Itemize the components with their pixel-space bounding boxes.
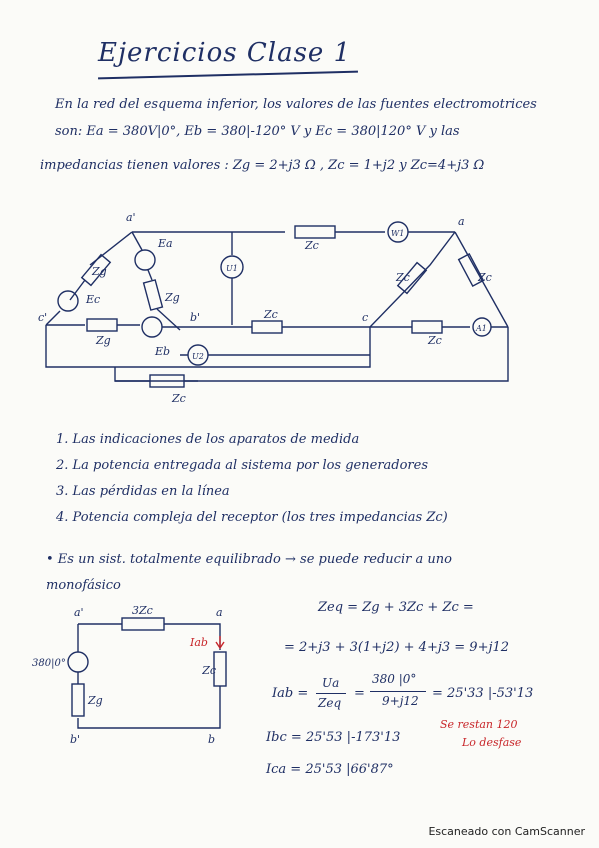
eq-iab-den: Zeq: [318, 696, 342, 710]
zc-delta-left: [396, 261, 428, 295]
single-phase-circuit: a' a b' b 3Zc 380|0° Zg Zc Iab: [32, 604, 227, 746]
ea-source: [134, 249, 156, 271]
frac-line-1: [316, 693, 346, 694]
eq-iab-left: Iab =: [272, 686, 309, 701]
title-underline: [98, 70, 358, 80]
svg-text:A1: A1: [475, 324, 487, 333]
svg-text:Zg: Zg: [91, 265, 107, 278]
svg-text:Zc: Zc: [427, 334, 442, 347]
eq-zeq-1: Zeq = Zg + 3Zc + Zc =: [318, 600, 474, 615]
zc-right: [411, 320, 443, 334]
svg-text:Zc: Zc: [395, 271, 410, 284]
line-impedance-label: 3Zc: [132, 604, 153, 617]
svg-text:Ea: Ea: [157, 237, 173, 250]
statement-line-3: impedancias tienen valores : Zg = 2+j3 Ω…: [40, 158, 485, 173]
question-3: 3. Las pérdidas en la línea: [56, 484, 230, 499]
eq-iab-num2: 380 |0°: [372, 672, 417, 686]
eq-ica: Ica = 25'53 |66'87°: [266, 762, 394, 777]
zg-mid: [142, 279, 164, 311]
zc-top: [294, 225, 336, 239]
svg-text:Eb: Eb: [154, 345, 170, 358]
zc-delta-right: [457, 252, 485, 288]
eq-iab-result: = 25'33 |-53'13: [432, 686, 534, 701]
node-a-prime: a': [74, 606, 84, 619]
svg-text:Zc: Zc: [171, 392, 186, 405]
statement-line-1: En la red del esquema inferior, los valo…: [55, 97, 537, 112]
load-impedance-label: Zc: [201, 664, 216, 677]
question-1: 1. Las indicaciones de los aparatos de m…: [56, 432, 360, 447]
gen-impedance: [71, 683, 85, 717]
svg-text:Ec: Ec: [85, 293, 100, 306]
node-b: b: [208, 733, 215, 746]
source-value-label: 380|0°: [32, 658, 66, 669]
node-b-prime: b': [70, 733, 80, 746]
scanner-footer: Escaneado con CamScanner: [428, 825, 585, 838]
svg-text:U1: U1: [226, 264, 238, 273]
svg-text:Zc: Zc: [263, 308, 278, 321]
zc-mid: [251, 320, 283, 334]
gen-impedance-label: Zg: [87, 694, 103, 707]
eq-iab-num: Ua: [322, 676, 340, 690]
question-4: 4. Potencia compleja del receptor (los t…: [56, 510, 448, 525]
eq-ibc: Ibc = 25'53 |-173'13: [266, 730, 401, 745]
three-phase-circuit: a' a c' b' c Ea Eb Ec Zc Zg Zg Zg Zc Zc …: [38, 211, 509, 405]
eb-source: [141, 316, 163, 338]
eq-zeq-2: = 2+j3 + 3(1+j2) + 4+j3 = 9+j12: [284, 640, 510, 655]
single-phase-source: [67, 651, 89, 673]
line-impedance: [121, 617, 165, 631]
current-label: Iab: [189, 636, 208, 649]
svg-text:W1: W1: [391, 229, 404, 238]
svg-text:b': b': [190, 311, 200, 324]
red-note-2: Lo desfase: [462, 736, 522, 749]
svg-text:c: c: [362, 311, 368, 324]
node-a: a: [216, 606, 223, 619]
zg-bottom: [86, 318, 118, 332]
note-line-1: • Es un sist. totalmente equilibrado → s…: [46, 552, 452, 567]
eq-iab-eq: =: [354, 686, 365, 701]
svg-text:U2: U2: [192, 352, 204, 361]
page-title: Ejercicios Clase 1: [98, 38, 352, 68]
frac-line-2: [370, 691, 426, 692]
question-2: 2. La potencia entregada al sistema por …: [56, 458, 429, 473]
zg-left: [80, 253, 112, 287]
svg-text:Zc: Zc: [477, 271, 492, 284]
eq-iab-den2: 9+j12: [382, 694, 419, 708]
svg-text:Zg: Zg: [164, 291, 180, 304]
ec-source: [57, 290, 79, 312]
svg-text:Zc: Zc: [304, 239, 319, 252]
svg-text:a': a': [126, 211, 136, 224]
svg-text:a: a: [458, 215, 465, 228]
red-note-1: Se restan 120: [440, 718, 518, 731]
svg-text:Zg: Zg: [95, 334, 111, 347]
note-line-2: monofásico: [46, 578, 121, 593]
svg-text:c': c': [38, 311, 47, 324]
statement-line-2: son: Ea = 380V|0°, Eb = 380|-120° V y Ec…: [55, 124, 460, 139]
